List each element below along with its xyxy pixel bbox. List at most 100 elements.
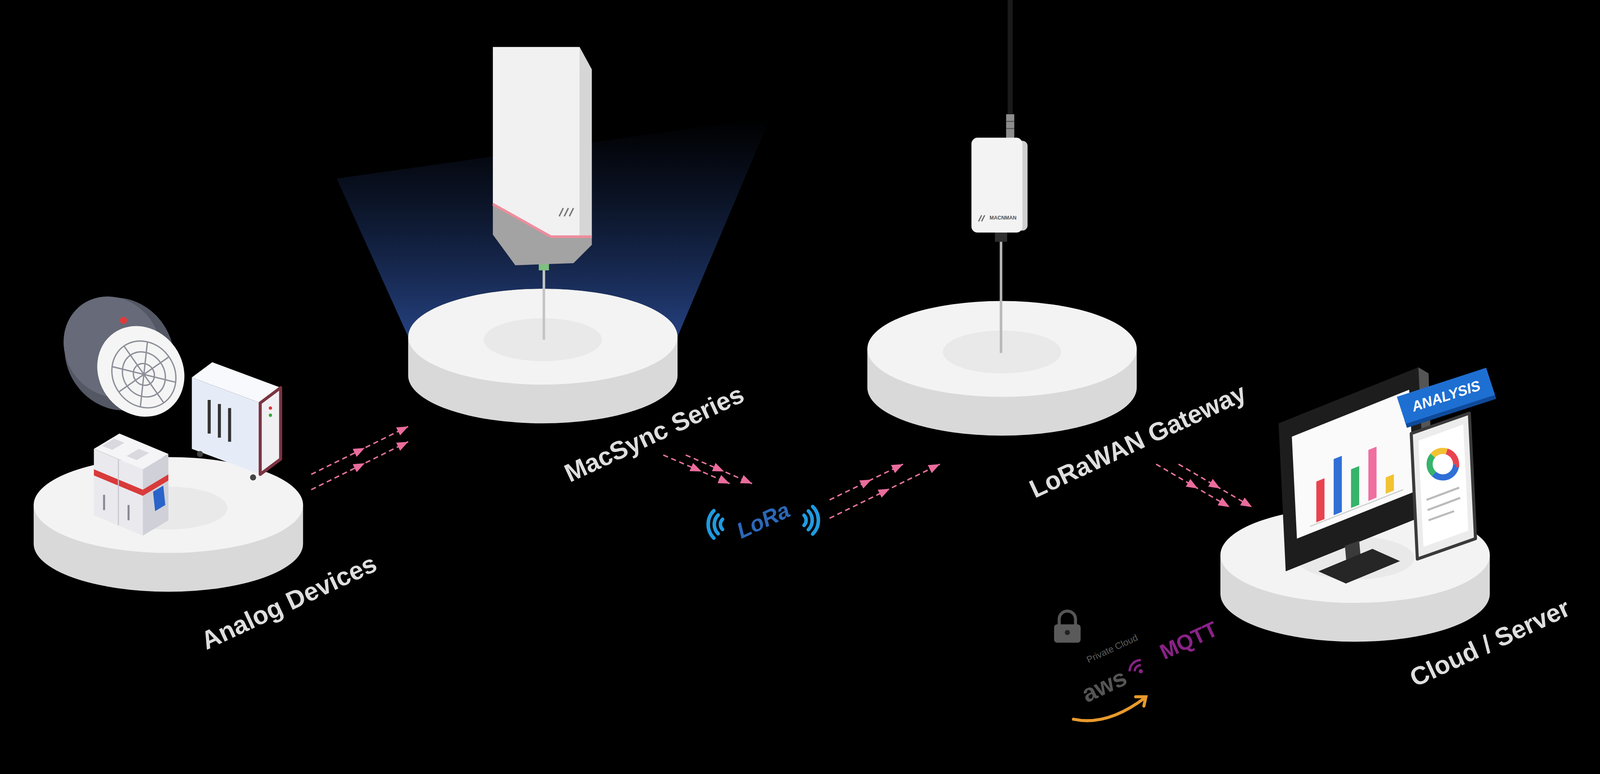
node-label: LoRa	[732, 497, 794, 544]
dashboard-monitor	[1385, 474, 1395, 494]
smoke-detector	[112, 342, 176, 407]
platform-cylinder	[867, 300, 1138, 436]
dashed-arrow	[1178, 464, 1253, 508]
analysis-badge	[1396, 367, 1496, 428]
phone	[1418, 424, 1469, 548]
control-cabinet	[260, 387, 281, 475]
lock-icon	[1054, 611, 1081, 643]
dashed-arrow	[1156, 464, 1230, 508]
control-cabinet	[197, 450, 204, 458]
phone	[1411, 413, 1476, 560]
aws-smile	[1073, 697, 1146, 721]
dashed-arrow	[829, 464, 903, 500]
analog-platform: Analog Devices	[33, 457, 312, 592]
aws-smile	[1073, 697, 1145, 721]
label-holder: LoRaWAN Gateway	[1025, 377, 1251, 504]
circuit-breaker	[117, 459, 119, 526]
platform-cylinder	[942, 330, 1062, 374]
platform-cylinder	[867, 300, 1138, 397]
aws-smile	[1135, 697, 1146, 707]
macsync-device	[492, 204, 593, 237]
label-holder: Analog Devices	[196, 548, 382, 656]
platform-cylinder	[33, 457, 304, 592]
circuit-breaker	[127, 505, 130, 521]
macsync-device	[542, 267, 545, 340]
lorawan-gateway-device	[1006, 127, 1015, 129]
brand-text: MACNMAN	[989, 215, 1017, 222]
dashboard-monitor	[1350, 466, 1360, 509]
control-cabinet	[268, 406, 273, 410]
smoke-detector	[42, 275, 203, 434]
platform-cylinder	[408, 288, 678, 385]
platform-cylinder	[109, 486, 228, 530]
cloud-platform: Cloud / Server	[1220, 507, 1490, 642]
control-cabinet	[207, 400, 211, 434]
lorawan-gateway-device	[1006, 114, 1015, 139]
lock-icon	[1059, 611, 1076, 626]
dashed-arrow	[685, 455, 753, 484]
label-holder: LoRa	[732, 497, 794, 544]
mqtt-icon	[1138, 669, 1143, 674]
macsync-device	[579, 47, 592, 238]
label-holder: MQTT	[1156, 616, 1222, 665]
label-holder: MacSync Series	[560, 379, 749, 488]
platform-cylinder	[1220, 507, 1490, 642]
analysis-badge	[1396, 367, 1495, 425]
dashed-arrow	[311, 426, 409, 475]
phone	[1411, 413, 1476, 560]
dashboard-monitor	[1316, 478, 1325, 523]
circuit-breaker	[152, 485, 165, 512]
node-label: Cloud / Server	[1405, 592, 1575, 693]
label-holder: Private Cloud	[1085, 632, 1140, 666]
node-label: LoRaWAN Gateway	[1025, 377, 1251, 504]
smoke-detector	[120, 316, 128, 324]
lorawan-gateway-device	[978, 215, 985, 222]
platform-cylinder	[1220, 507, 1490, 603]
macsync-platform: MacSync Series	[408, 288, 715, 455]
lora-waves	[812, 506, 819, 535]
gateway-platform: LoRaWAN Gateway	[867, 300, 1189, 465]
platform-cylinder	[33, 457, 304, 553]
logo-caption: Private Cloud	[1085, 632, 1140, 666]
circuit-breaker	[102, 495, 105, 511]
smoke-detector	[79, 309, 203, 435]
control-cabinet	[217, 404, 221, 438]
dashboard-monitor	[1368, 446, 1377, 501]
lora-waves	[720, 519, 723, 530]
lorawan-gateway-device	[971, 137, 1023, 233]
lorawan-gateway-device	[1007, 0, 1013, 117]
phone	[1426, 487, 1460, 500]
label-holder: Cloud / Server	[1405, 592, 1575, 693]
lock-icon	[1065, 630, 1070, 635]
control-cabinet	[268, 413, 273, 418]
platform-outline	[1220, 507, 1490, 642]
macsync-device	[492, 204, 593, 266]
circuit-breaker	[102, 438, 125, 450]
lora-waves	[708, 510, 715, 539]
macsync-device	[559, 208, 574, 217]
circuit-breaker	[126, 449, 150, 461]
dashed-arrow	[829, 464, 940, 519]
node-label: MacSync Series	[560, 379, 749, 488]
label-holder: ANALYSIS	[1409, 377, 1483, 415]
platform-cylinder	[483, 318, 603, 362]
aws-logo-text: aws	[1077, 663, 1131, 709]
platform-outline	[33, 457, 312, 592]
lora-waves	[804, 515, 807, 526]
phone	[1429, 450, 1457, 478]
control-cabinet	[227, 408, 231, 443]
dashboard-monitor	[1333, 455, 1343, 516]
badge-text: ANALYSIS	[1409, 377, 1483, 415]
platform-cylinder	[1295, 536, 1415, 580]
phone	[1429, 450, 1457, 478]
label-holder: aws	[1077, 663, 1131, 709]
lorawan-gateway-device	[1006, 120, 1015, 122]
control-cabinet	[250, 474, 257, 481]
phone	[1429, 450, 1457, 478]
phone	[1427, 497, 1460, 510]
lorawan-gateway-device	[999, 240, 1003, 353]
phone	[1428, 511, 1455, 521]
